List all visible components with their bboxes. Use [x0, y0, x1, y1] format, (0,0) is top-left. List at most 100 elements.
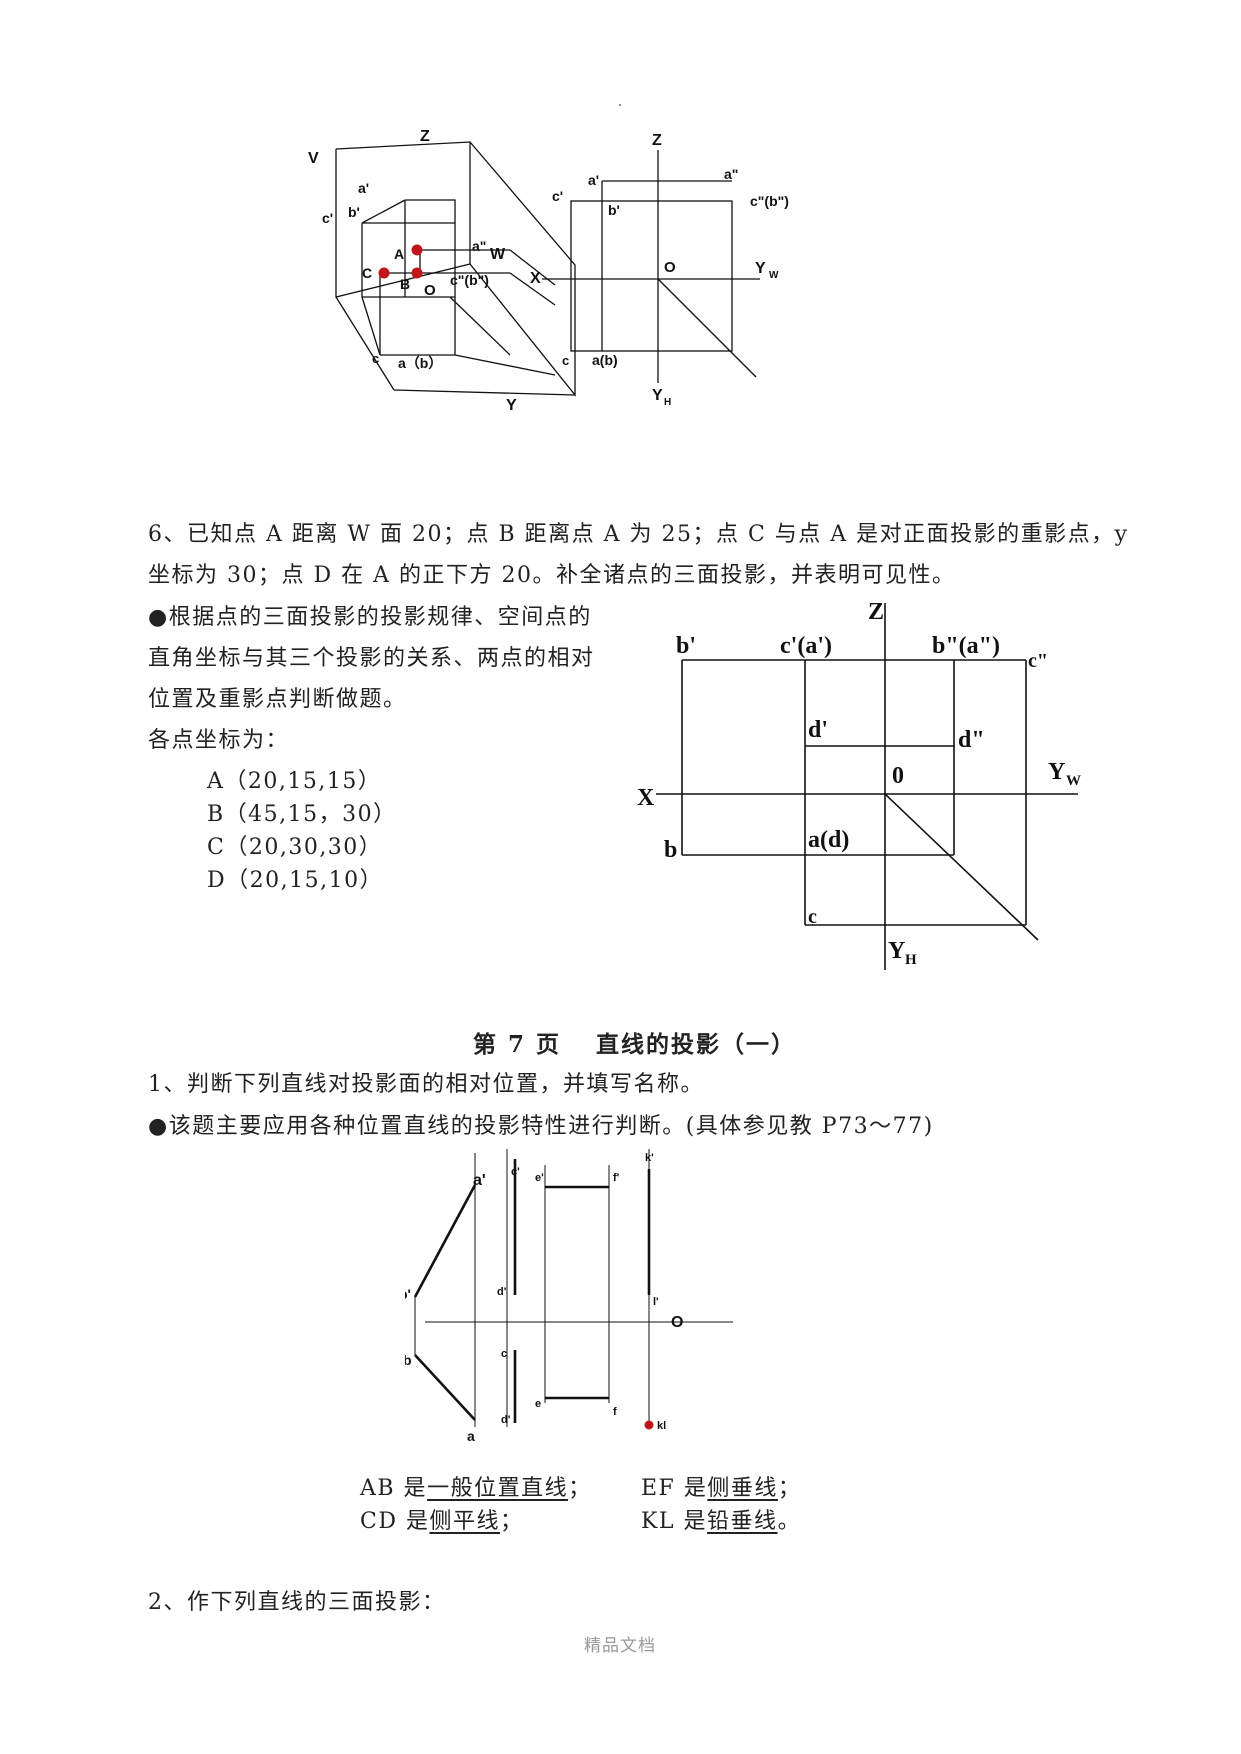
label-yw-sub-right: W — [769, 270, 779, 281]
cd-suffix: ； — [499, 1509, 524, 1534]
right-2d-view — [542, 150, 760, 383]
label-c2-bottom: c — [808, 906, 817, 928]
answer-cd: CD 是侧平线； — [360, 1503, 524, 1535]
left-3d-labels: Z V a' b' c' A C B O a" W c"(b") X c a（b… — [308, 128, 517, 414]
label-b1-left: b' — [348, 204, 360, 220]
q6-line2: 坐标为 30；点 D 在 A 的正下方 20。补全诸点的三面投影，并表明可见性。 — [148, 563, 956, 588]
label-C: C — [362, 265, 372, 281]
label-a1-right: a' — [588, 172, 599, 188]
kl-prefix: KL 是 — [641, 1509, 708, 1534]
label-o3: O — [671, 1314, 683, 1331]
label-c1-3: c' — [511, 1166, 520, 1178]
label-O-left: O — [424, 282, 436, 299]
figure-line-positions: X O a' b' b a c' d' c d' e' f' e f k' l'… — [405, 1149, 733, 1444]
point-kl-dot — [644, 1420, 654, 1430]
left-3d-points — [378, 244, 423, 279]
label-b1-right: b' — [608, 202, 620, 218]
label-f1-3: f' — [613, 1172, 620, 1184]
kl-suffix: 。 — [777, 1509, 802, 1534]
label-a1-3: a' — [473, 1172, 486, 1189]
q6-line1: 6、已知点 A 距离 W 面 20；点 B 距离点 A 为 25；点 C 与点 … — [148, 522, 1129, 547]
label-b2a2: b"(a") — [932, 633, 1000, 659]
label-a-3: a — [467, 1428, 475, 1444]
label-o2: 0 — [892, 763, 904, 789]
label-yw2-sub: W — [1066, 773, 1081, 789]
line-a1b1 — [413, 1184, 477, 1298]
cd-answer: 侧平线 — [429, 1509, 500, 1534]
label-a1-left: a' — [358, 180, 369, 196]
coord-a: A（20,15,15） — [207, 769, 382, 794]
label-z2: Z — [868, 599, 884, 625]
label-yh-right: Y — [652, 387, 663, 404]
q6-coords-title: 各点坐标为： — [148, 728, 290, 753]
label-c2b2-left: c"(b") — [450, 272, 489, 288]
label-c-left: c — [372, 351, 379, 366]
label-a2-left: a" — [472, 238, 486, 254]
label-c1-right: c' — [552, 188, 563, 204]
label-c1-left: c' — [322, 210, 333, 226]
ab-suffix: ； — [568, 1476, 592, 1501]
coord-c: C（20,30,30） — [207, 835, 383, 860]
label-e1-3: e' — [535, 1172, 544, 1184]
label-yw-right: Y — [755, 260, 766, 277]
line-ab — [414, 1354, 476, 1421]
answer-kl: KL 是铅垂线。 — [641, 1503, 801, 1535]
label-ab-right: a(b) — [592, 352, 618, 368]
cd-prefix: CD 是 — [360, 1509, 430, 1534]
label-b1-3: b' — [405, 1286, 411, 1302]
point-c-dot — [378, 267, 390, 279]
label-f-3: f — [613, 1406, 617, 1418]
kl-answer: 铅垂线 — [707, 1509, 778, 1534]
label-d1-3: d' — [497, 1286, 507, 1298]
label-x-right: X — [530, 270, 541, 287]
label-k1-3: k' — [645, 1152, 654, 1164]
label-z-right: Z — [652, 132, 662, 149]
y-edge — [393, 389, 576, 396]
ab-answer: 一般位置直线 — [427, 1476, 569, 1501]
ef-answer: 侧垂线 — [707, 1476, 778, 1501]
q6-note2: 直角坐标与其三个投影的关系、两点的相对 — [148, 646, 595, 671]
label-d2: d" — [958, 727, 985, 753]
label-B: B — [400, 276, 410, 292]
footer: 精品文档 — [584, 1636, 656, 1656]
answer-ab: AB 是一般位置直线； — [360, 1470, 592, 1502]
label-e-3: e — [535, 1398, 541, 1410]
q6-note3: 位置及重影点判断做题。 — [148, 687, 407, 712]
ab-prefix: AB 是 — [360, 1476, 428, 1501]
label-c-right: c — [562, 353, 569, 368]
x-edge — [335, 296, 395, 391]
label-y-left: Y — [506, 397, 517, 414]
coord-d: D（20,15,10） — [207, 868, 384, 893]
ef-suffix: ； — [777, 1476, 802, 1501]
coord-b: B（45,15，30） — [207, 802, 397, 827]
label-c2: c" — [1028, 650, 1048, 672]
ef-prefix: EF 是 — [641, 1476, 708, 1501]
q1-note: ●该题主要应用各种位置直线的投影特性进行判断。(具体参见教 P73～77) — [148, 1114, 934, 1139]
label-kl-3: kl — [657, 1420, 666, 1432]
label-yh2-sub: H — [905, 952, 917, 968]
label-a2-right: a" — [724, 166, 738, 182]
label-b2: b — [664, 837, 677, 863]
label-l1-3: l' — [653, 1296, 659, 1308]
label-c2b2-right: c"(b") — [750, 193, 789, 209]
label-c-3: c — [501, 1348, 507, 1360]
top-dot — [619, 104, 621, 106]
w-plane — [469, 141, 576, 397]
figure-point-projections-3d-and-2d: Z V a' b' c' A C B O a" W c"(b") X c a（b… — [308, 128, 789, 414]
label-yw2: Y — [1048, 759, 1065, 785]
label-d-3: d' — [501, 1414, 511, 1426]
label-v: V — [308, 150, 319, 167]
label-x2: X — [637, 785, 655, 811]
q6-note1: ●根据点的三面投影的投影规律、空间点的 — [148, 605, 592, 630]
label-yh2: Y — [888, 938, 905, 964]
q1-text: 1、判断下列直线对投影面的相对位置，并填写名称。 — [148, 1072, 704, 1097]
label-c1a1: c'(a') — [780, 633, 832, 659]
answer-ef: EF 是侧垂线； — [641, 1470, 801, 1502]
label-b1: b' — [676, 633, 696, 659]
point-a-dot — [411, 244, 423, 256]
figure-q6-projection-answer: Z b' c'(a') b"(a") c" d' d" X 0 Y W b a(… — [637, 599, 1081, 970]
label-d1: d' — [808, 717, 828, 743]
label-ab-left: a（b） — [398, 355, 442, 371]
q2-text: 2、作下列直线的三面投影： — [148, 1590, 446, 1615]
label-w: W — [490, 246, 506, 263]
